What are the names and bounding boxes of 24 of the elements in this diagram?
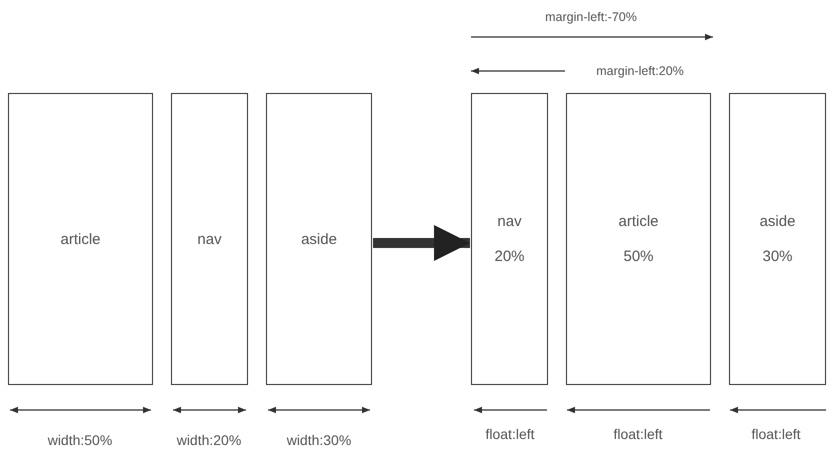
box-label: aside [301, 232, 337, 246]
layout-box [471, 93, 548, 385]
width-label: width:20% [176, 432, 242, 448]
width-value: 50% [623, 249, 654, 264]
float-label: float:left [613, 426, 663, 442]
float-label: float:left [485, 426, 535, 442]
box-label: nav [497, 214, 522, 229]
width-value: 20% [494, 249, 525, 264]
margin-label: margin-left:-70% [545, 10, 637, 24]
width-value: 30% [762, 249, 793, 264]
box-label: article [618, 214, 658, 229]
layout-box [566, 93, 711, 385]
layout-box [171, 93, 248, 385]
margin-label: margin-left:20% [596, 64, 684, 78]
box-label: article [60, 232, 100, 246]
float-label: float:left [751, 426, 801, 442]
box-label: nav [197, 232, 222, 246]
layout-box [8, 93, 153, 385]
layout-box [729, 93, 826, 385]
width-label: width:30% [286, 432, 352, 448]
width-label: width:50% [48, 432, 112, 448]
layout-box [266, 93, 372, 385]
arrow [373, 225, 470, 261]
box-label: aside [760, 214, 796, 229]
